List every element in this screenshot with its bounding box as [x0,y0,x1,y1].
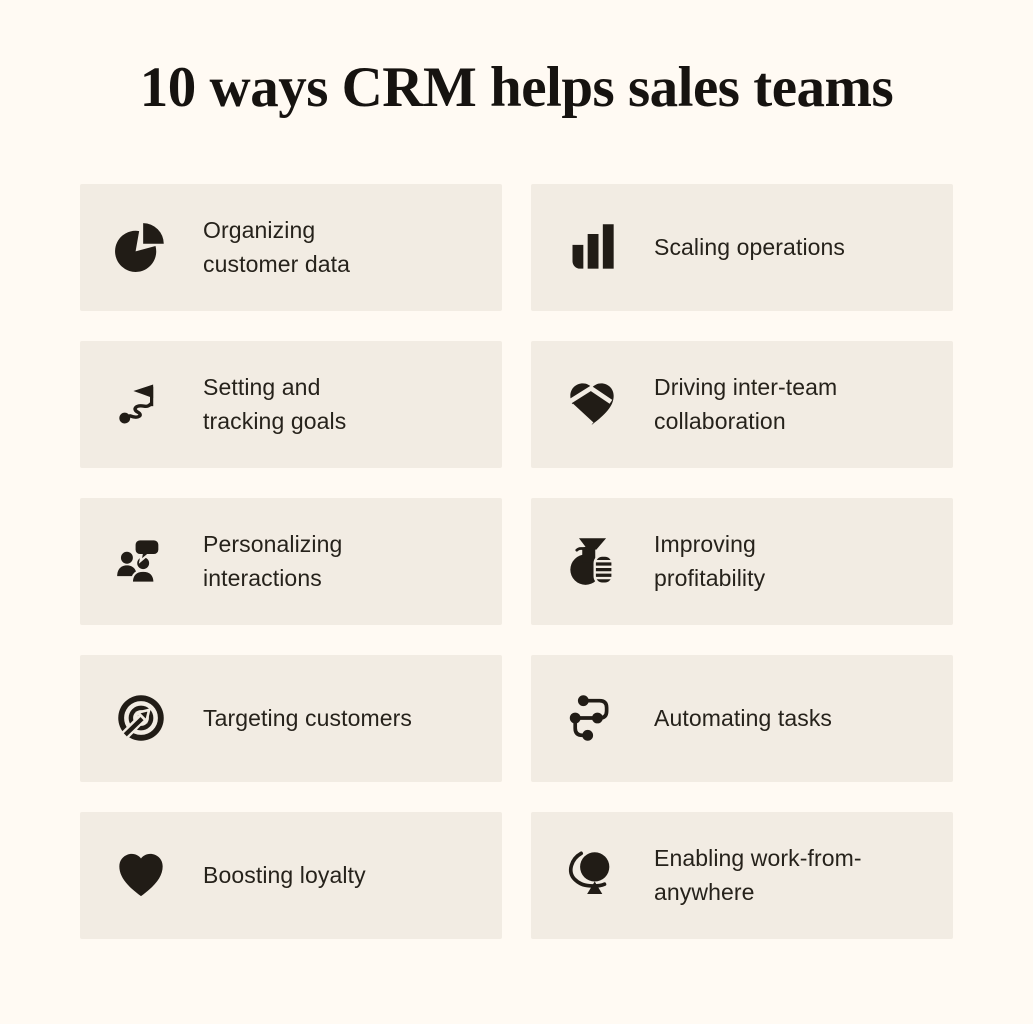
goal-flag-icon [115,378,167,430]
workflow-nodes-icon [566,692,618,744]
card-setting-tracking-goals: Setting and tracking goals [80,340,502,468]
card-label: Enabling work-from- anywhere [654,845,862,906]
card-label: Automating tasks [654,705,833,732]
card-label: Targeting customers [203,705,412,732]
card-boosting-loyalty: Boosting loyalty [80,811,502,939]
pie-chart-icon [115,221,167,273]
heart-icon [115,849,167,901]
target-arrow-icon [115,692,167,744]
card-label: Scaling operations [654,234,846,261]
card-work-from-anywhere: Enabling work-from- anywhere [531,811,953,939]
card-label: Boosting loyalty [203,862,366,889]
card-label: Driving inter-team collaboration [654,374,838,435]
people-chat-icon [115,535,167,587]
benefits-grid: Organizing customer data Scaling operati… [80,183,953,939]
card-scaling-operations: Scaling operations [531,183,953,311]
card-label: Organizing customer data [203,217,351,278]
card-label: Improving profitability [654,531,766,592]
globe-icon [566,849,618,901]
card-personalizing-interactions: Personalizing interactions [80,497,502,625]
card-automating-tasks: Automating tasks [531,654,953,782]
card-improving-profitability: Improving profitability [531,497,953,625]
bar-chart-icon [566,221,618,273]
card-targeting-customers: Targeting customers [80,654,502,782]
page-title: 10 ways CRM helps sales teams [139,56,894,119]
card-inter-team-collaboration: Driving inter-team collaboration [531,340,953,468]
money-bag-icon [566,535,618,587]
card-label: Setting and tracking goals [203,374,347,435]
collaboration-heart-icon [566,378,618,430]
card-label: Personalizing interactions [203,531,343,592]
card-organizing-customer-data: Organizing customer data [80,183,502,311]
